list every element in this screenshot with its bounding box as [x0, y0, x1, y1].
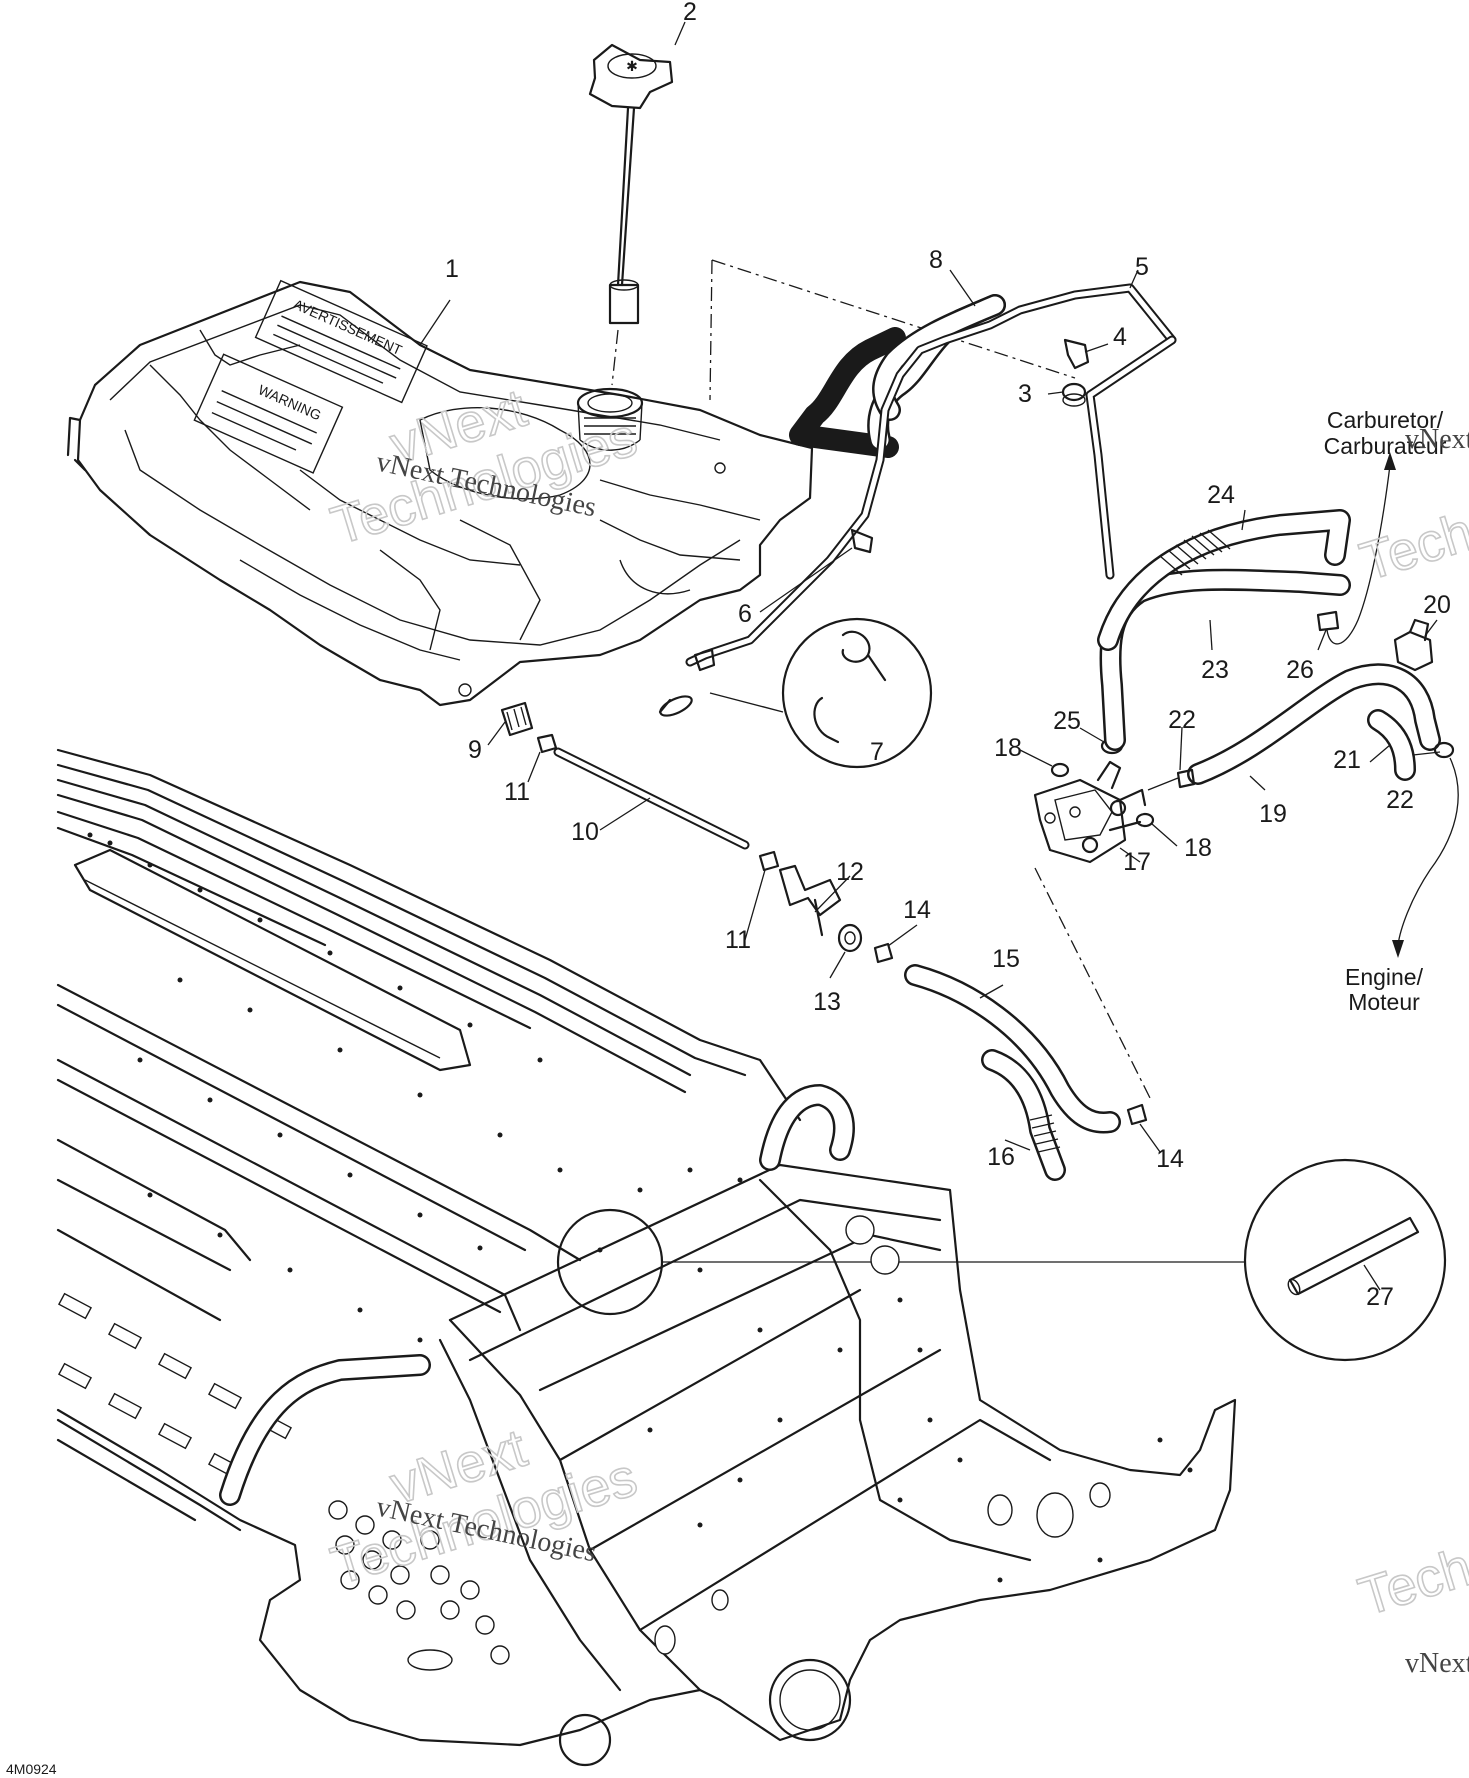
callout-16: 16	[987, 1143, 1015, 1171]
callout-20: 20	[1423, 591, 1451, 619]
callout-18b: 18	[1184, 834, 1212, 862]
callout-6: 6	[738, 600, 752, 628]
callout-18a: 18	[994, 734, 1022, 762]
callout-23: 23	[1201, 656, 1229, 684]
callout-19: 19	[1259, 800, 1287, 828]
callout-24: 24	[1207, 481, 1235, 509]
fuel-line-assembly	[500, 701, 1151, 1181]
watermark-line2-right-top: Technologies	[1354, 443, 1469, 593]
warning-label: WARNING	[256, 381, 324, 423]
detail-view-tube	[556, 1158, 1447, 1362]
callout-11a: 11	[504, 778, 530, 806]
callout-5: 5	[1135, 253, 1149, 281]
carburetor-label-line1: Carburetor/	[1327, 407, 1444, 433]
callout-12: 12	[836, 858, 864, 886]
callout-21: 21	[1333, 746, 1361, 774]
callout-22a: 22	[1168, 706, 1196, 734]
callout-8: 8	[929, 246, 943, 274]
callout-14b: 14	[1156, 1145, 1184, 1173]
watermark-line2-right-bottom: Technologies	[1352, 1478, 1469, 1628]
callout-27: 27	[1366, 1283, 1394, 1311]
callout-1: 1	[445, 255, 459, 283]
callout-11b: 11	[725, 926, 751, 954]
watermark-brand-right-bottom: vNext	[1405, 1648, 1469, 1679]
leader-lines	[419, 21, 1441, 1291]
callout-2: 2	[683, 0, 697, 26]
callout-4: 4	[1113, 323, 1127, 351]
chassis-frame	[56, 748, 1237, 1767]
callout-9: 9	[468, 736, 482, 764]
svg-text:✱: ✱	[626, 58, 638, 74]
engine-label-line2: Moteur	[1348, 989, 1420, 1015]
fuel-cap-gauge: ✱	[588, 43, 674, 386]
engine-label-line1: Engine/	[1345, 964, 1424, 990]
diagram-code: 4M0924	[6, 1761, 57, 1777]
avertissement-label: AVERTISSEMENT	[291, 296, 405, 358]
callout-14a: 14	[903, 896, 931, 924]
callout-22b: 22	[1386, 786, 1414, 814]
callout-3: 3	[1018, 380, 1032, 408]
carburetor-label-line2: Carburateur	[1324, 433, 1447, 459]
callout-13: 13	[813, 988, 841, 1016]
watermarks: vNext Technologies vNext Technologies vN…	[324, 377, 1469, 1679]
vent-line-assembly	[685, 259, 1177, 672]
callout-15: 15	[992, 945, 1020, 973]
detail-view-clip	[658, 617, 933, 769]
callout-25: 25	[1053, 707, 1081, 735]
watermark-brand-right-top: vNext	[1405, 424, 1469, 455]
destination-notes: Carburetor/ Carburateur Engine/ Moteur	[1324, 407, 1447, 1015]
callout-26: 26	[1286, 656, 1314, 684]
callout-17: 17	[1123, 848, 1151, 876]
callout-7: 7	[870, 738, 884, 766]
fuel-pump-assembly	[1033, 452, 1459, 958]
callout-10: 10	[571, 818, 599, 846]
callout-numbers: 1 2 3 4 5 6 7 8 9 10 11 11 12 13 14 14 1…	[445, 0, 1451, 1311]
